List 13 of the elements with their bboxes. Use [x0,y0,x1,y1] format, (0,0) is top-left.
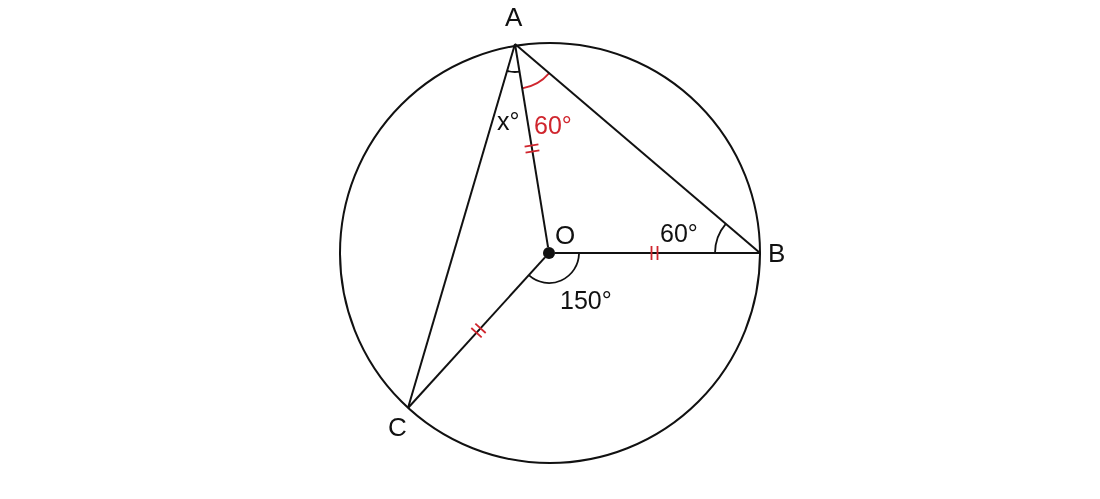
line-segment [514,43,761,254]
line-segment [514,43,550,249]
point-label: A [505,4,523,30]
angle-label: 150° [560,287,612,313]
line-segment [407,43,516,409]
point-label: C [388,414,407,440]
line-segment [554,252,761,254]
angle-label: 60° [660,220,698,246]
angle-label: 60° [534,112,572,138]
angle-label: x° [497,108,520,134]
point-label: B [768,240,786,266]
point-label: O [543,222,579,259]
line-segment [407,256,546,409]
